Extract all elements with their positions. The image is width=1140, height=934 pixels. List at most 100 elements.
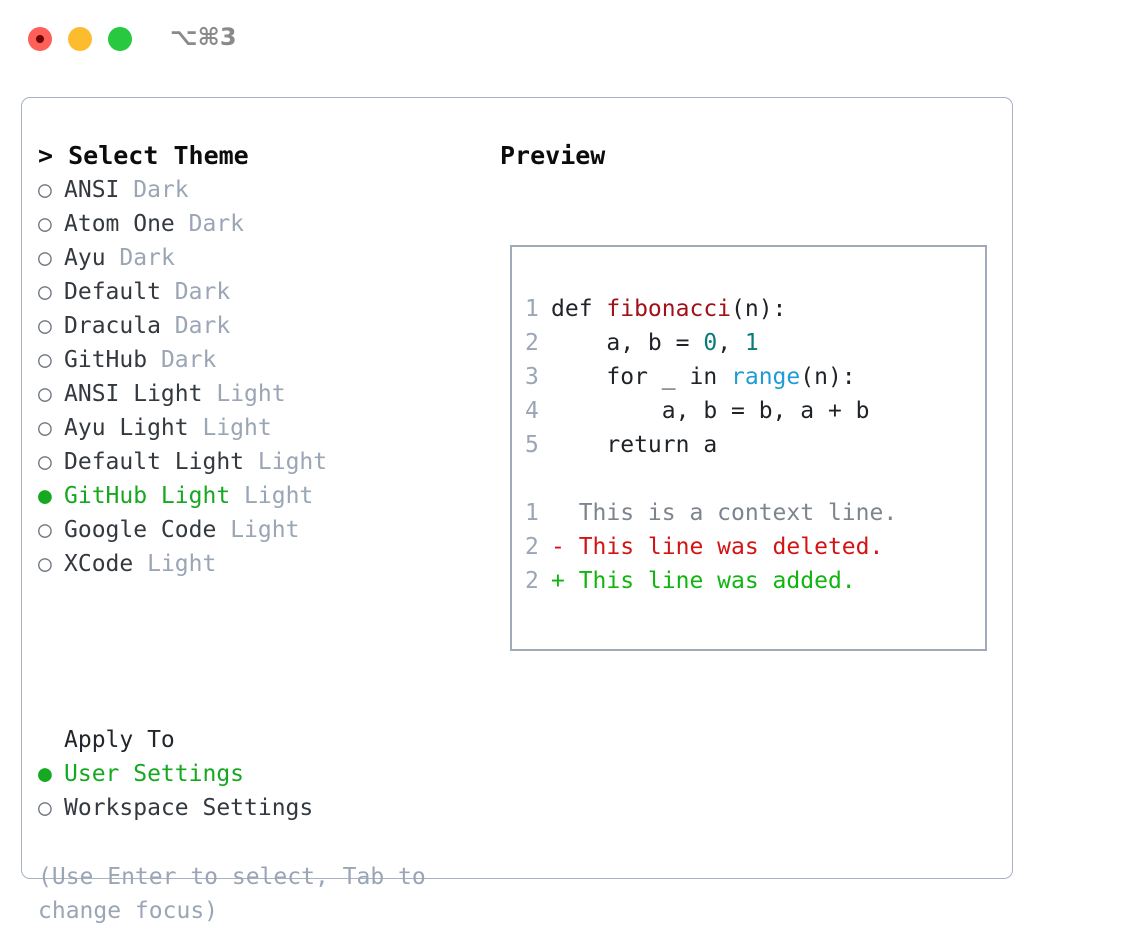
theme-option[interactable]: ○ Dracula Dark [38, 309, 478, 343]
code-token: - This line was deleted. [551, 534, 884, 560]
theme-option[interactable]: ○ Default Light Light [38, 445, 478, 479]
theme-option-name: Google Code [64, 517, 217, 543]
minimize-window-button[interactable] [68, 27, 92, 51]
theme-option-name: Ayu Light [64, 415, 189, 441]
apply-to-option[interactable]: ○Workspace Settings [38, 791, 478, 825]
close-window-button[interactable] [28, 27, 52, 51]
theme-option-tag: Dark [174, 313, 231, 339]
code-token: return a [551, 432, 718, 458]
line-number: 2 [525, 568, 539, 594]
spacer [230, 483, 244, 509]
code-spacer [525, 462, 897, 496]
close-icon [36, 35, 44, 43]
theme-option[interactable]: ○XCode Light [38, 547, 478, 581]
radio-unselected-icon: ○ [38, 517, 52, 543]
code-token: This is a context line. [551, 500, 898, 526]
code-token: a, b = [551, 330, 704, 356]
line-number: 3 [525, 364, 539, 390]
theme-option-name: Default Light [64, 449, 245, 475]
spacer [175, 211, 189, 237]
theme-option-name: ANSI [64, 177, 120, 203]
radio-selected-icon: ● [38, 761, 52, 787]
spacer [202, 381, 216, 407]
code-token: + This line was added. [551, 568, 856, 594]
radio-unselected-icon: ○ [38, 347, 52, 373]
theme-option[interactable]: ○ANSI Light Light [38, 377, 478, 411]
line-number: 5 [525, 432, 539, 458]
theme-option[interactable]: ○ GitHub Dark [38, 343, 478, 377]
theme-option[interactable]: ○ Google Code Light [38, 513, 478, 547]
radio-unselected-icon: ○ [38, 449, 52, 475]
theme-option[interactable]: ○ ANSI Dark [38, 173, 478, 207]
theme-option[interactable]: ○Ayu Dark [38, 241, 478, 275]
theme-option-list: ○ANSI Dark○Atom One Dark○Ayu Dark○Defaul… [38, 173, 478, 581]
theme-option-tag: Light [257, 449, 328, 475]
theme-option-name: Ayu [64, 245, 106, 271]
spacer [106, 245, 120, 271]
theme-option[interactable]: ○Default Dark [38, 275, 478, 309]
radio-unselected-icon: ○ [38, 177, 52, 203]
theme-option-name: Atom One [64, 211, 175, 237]
spacer [161, 279, 175, 305]
apply-to-heading: Apply To [64, 727, 175, 753]
line-number: 2 [525, 330, 539, 356]
radio-unselected-icon: ○ [38, 211, 52, 237]
keyboard-shortcut-label: ⌥⌘3 [170, 23, 237, 51]
code-token: (n): [800, 364, 856, 390]
line-number: 1 [525, 296, 539, 322]
code-token: for _ in [551, 364, 732, 390]
theme-option-name: GitHub [64, 347, 148, 373]
theme-option-tag: Light [202, 415, 272, 441]
code-line: 3 for _ in range(n): [525, 360, 897, 394]
title-bar: ⌥⌘3 [0, 0, 1140, 78]
spacer [161, 313, 175, 339]
spacer [216, 517, 230, 543]
code-line: 2 a, b = 0, 1 [525, 326, 897, 360]
dialog-panel: > Select Theme ○ANSI Dark○Atom One Dark○… [21, 97, 1013, 924]
radio-unselected-icon: ○ [38, 313, 52, 339]
line-number: 2 [525, 534, 539, 560]
radio-unselected-icon: ○ [38, 795, 52, 821]
line-number: 1 [525, 500, 539, 526]
theme-option-tag: Dark [119, 245, 175, 271]
apply-to-section: Apply To ●User Settings○Workspace Settin… [38, 723, 478, 825]
theme-option-tag: Dark [188, 211, 245, 237]
radio-selected-icon: ● [38, 483, 52, 509]
code-line: 5 return a [525, 428, 897, 462]
maximize-window-button[interactable] [108, 27, 132, 51]
theme-option-tag: Light [244, 483, 314, 509]
diff-line: 2 + This line was added. [525, 564, 897, 598]
theme-option-name: ANSI Light [64, 381, 203, 407]
theme-option-tag: Light [147, 551, 217, 577]
theme-option-name: Dracula [64, 313, 161, 339]
theme-option[interactable]: ○Ayu Light Light [38, 411, 478, 445]
theme-option[interactable]: ●GitHub Light Light [38, 479, 478, 513]
select-theme-heading: > Select Theme [38, 141, 249, 170]
spacer [147, 347, 161, 373]
radio-unselected-icon: ○ [38, 279, 52, 305]
code-token: fibonacci [606, 296, 732, 322]
code-token: 1 [744, 330, 759, 356]
spacer [189, 415, 203, 441]
preview-heading: Preview [500, 141, 606, 170]
diff-line: 2 - This line was deleted. [525, 530, 897, 564]
code-line: 4 a, b = b, a + b [525, 394, 897, 428]
theme-option[interactable]: ○ Atom One Dark [38, 207, 478, 241]
code-token: (n): [731, 296, 787, 322]
apply-to-option-list: ●User Settings○Workspace Settings [38, 757, 478, 825]
spacer [133, 551, 147, 577]
theme-option-tag: Dark [133, 177, 189, 203]
code-token: , [717, 330, 745, 356]
spacer [244, 449, 258, 475]
theme-picker-column: > Select Theme ○ANSI Dark○Atom One Dark○… [38, 139, 478, 581]
theme-option-tag: Dark [160, 347, 217, 373]
keyboard-hint-text: (Use Enter to select, Tab to change focu… [38, 864, 426, 924]
spacer [119, 177, 133, 203]
apply-to-option[interactable]: ●User Settings [38, 757, 478, 791]
theme-option-name: Default [64, 279, 161, 305]
theme-option-tag: Light [230, 517, 300, 543]
